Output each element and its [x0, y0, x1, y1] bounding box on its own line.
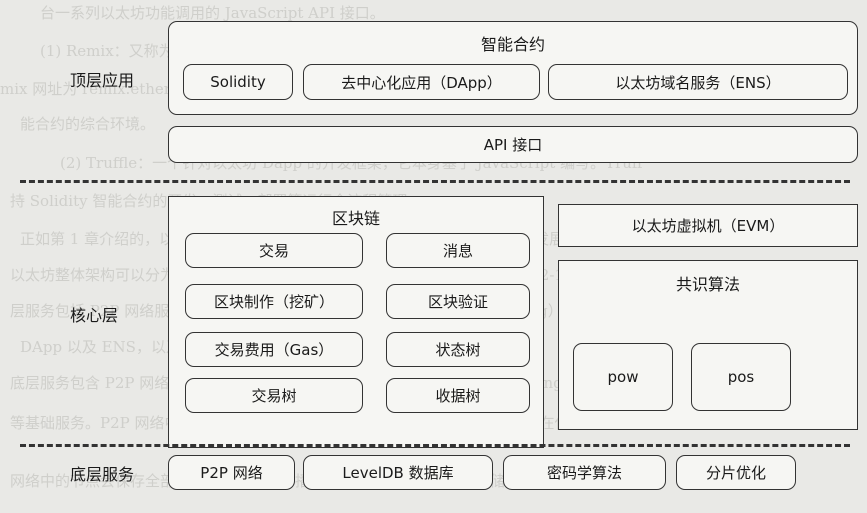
transaction-box: 交易: [185, 233, 363, 268]
pow-box: pow: [573, 343, 673, 411]
pos-box: pos: [691, 343, 791, 411]
block-validation-box: 区块验证: [386, 284, 530, 319]
block-mining-box: 区块制作（挖矿）: [185, 284, 363, 319]
ens-box: 以太坊域名服务（ENS）: [548, 64, 848, 100]
dapp-box: 去中心化应用（DApp）: [303, 64, 540, 100]
cryptography-box: 密码学算法: [503, 455, 666, 490]
layer-label-bottom: 底层服务: [70, 465, 135, 484]
layer-label-core: 核心层: [70, 306, 119, 325]
p2p-network-box: P2P 网络: [168, 455, 295, 490]
state-tree-box: 状态树: [386, 332, 530, 367]
layer-separator-bottom: [20, 444, 850, 447]
gas-fee-box: 交易费用（Gas）: [185, 332, 363, 367]
api-box: API 接口: [168, 126, 858, 163]
sharding-box: 分片优化: [676, 455, 796, 490]
smart-contract-title: 智能合约: [480, 35, 545, 54]
blockchain-title: 区块链: [331, 209, 380, 228]
receipt-tree-box: 收据树: [386, 378, 530, 413]
evm-box: 以太坊虚拟机（EVM）: [558, 204, 858, 247]
solidity-box: Solidity: [183, 64, 293, 100]
message-box: 消息: [386, 233, 530, 268]
layer-label-top: 顶层应用: [70, 71, 135, 90]
leveldb-box: LevelDB 数据库: [303, 455, 493, 490]
layer-separator-top: [20, 180, 850, 183]
consensus-title: 共识算法: [675, 275, 740, 294]
transaction-tree-box: 交易树: [185, 378, 363, 413]
background-text: 能合约的综合环境。: [20, 115, 156, 133]
background-text: 台一系列以太坊功能调用的 JavaScript API 接口。: [40, 4, 385, 22]
